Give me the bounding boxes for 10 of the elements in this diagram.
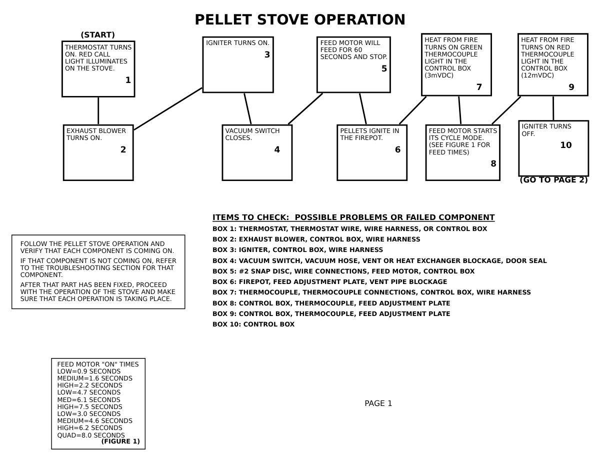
connector bbox=[287, 92, 323, 125]
connector bbox=[398, 96, 426, 125]
connector bbox=[490, 96, 521, 125]
connector bbox=[133, 87, 202, 131]
connector bbox=[97, 97, 99, 124]
connector bbox=[358, 93, 366, 124]
connector bbox=[243, 93, 252, 124]
connector bbox=[458, 96, 462, 124]
connector bbox=[552, 96, 554, 120]
diagram-title: PELLET STOVE OPERATION bbox=[194, 12, 406, 28]
